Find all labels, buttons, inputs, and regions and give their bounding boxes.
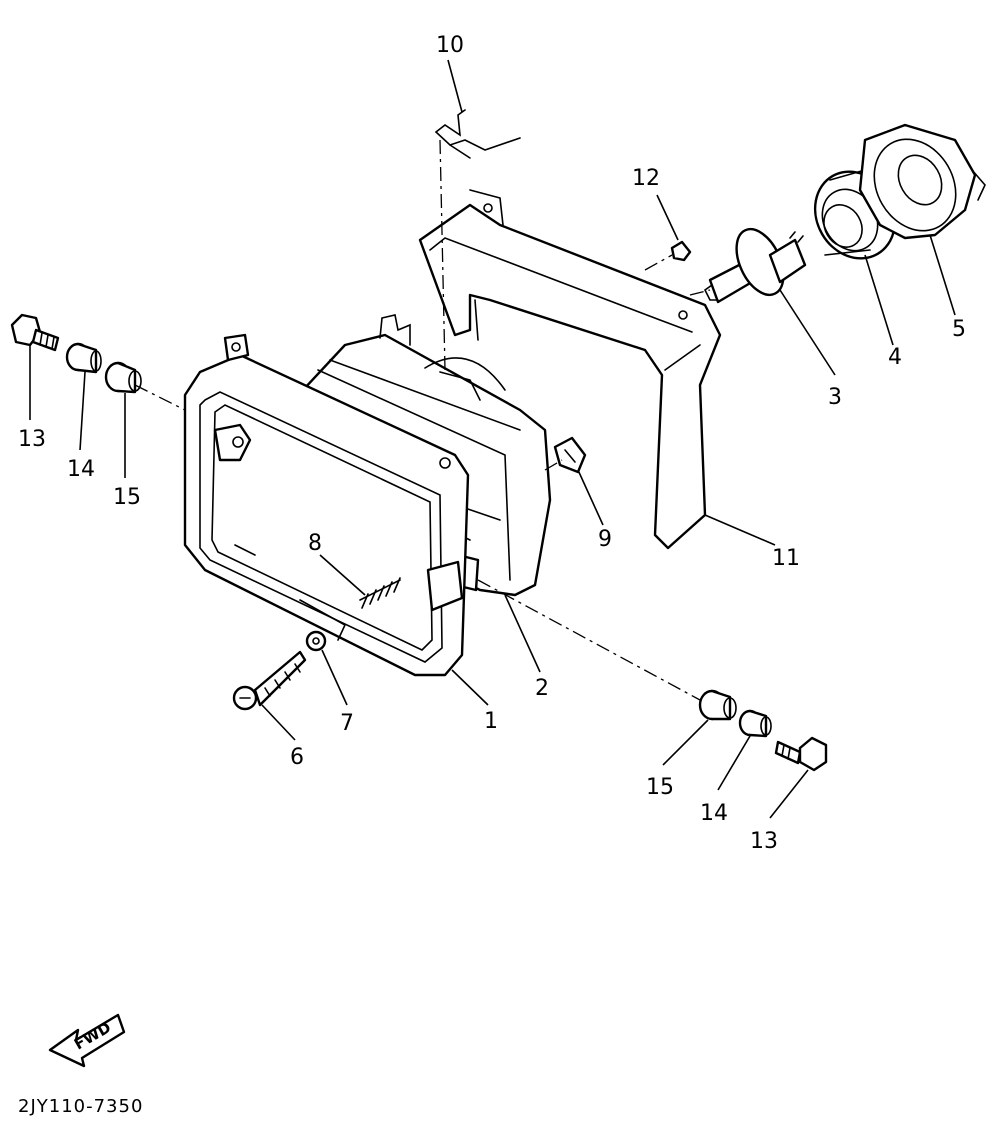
label-14-left: 14 <box>67 457 95 482</box>
label-13-left: 13 <box>18 427 46 452</box>
part-15-grommet-right <box>698 689 737 721</box>
assembly-lines <box>134 139 711 701</box>
part-11-headlight-stay <box>418 189 722 550</box>
label-12: 12 <box>632 166 660 191</box>
drawing-code: 2JY110-7350 <box>18 1096 143 1117</box>
label-1: 1 <box>484 709 498 734</box>
part-13-bolt-left <box>10 313 60 352</box>
label-11: 11 <box>772 546 800 571</box>
label-4: 4 <box>888 345 902 370</box>
part-1-headlight-rim <box>183 333 470 677</box>
label-2: 2 <box>535 676 549 701</box>
part-14-collar-left <box>65 342 102 374</box>
part-7-nut <box>305 630 327 652</box>
part-12-bolt <box>670 240 692 262</box>
label-7: 7 <box>340 711 354 736</box>
part-15-grommet-left <box>104 361 142 394</box>
label-14-right: 14 <box>700 801 728 826</box>
fwd-arrow: FWD <box>48 1013 126 1068</box>
part-labels: 10 12 3 4 5 11 9 8 2 1 7 6 13 14 15 15 1… <box>18 33 966 854</box>
part-3-bulb <box>703 227 807 304</box>
part-14-collar-right <box>738 709 772 738</box>
label-15-left: 15 <box>113 485 141 510</box>
label-6: 6 <box>290 745 304 770</box>
label-15-right: 15 <box>646 775 674 800</box>
part-9-nut <box>553 436 587 474</box>
part-6-screw <box>232 650 307 711</box>
label-13-right: 13 <box>750 829 778 854</box>
part-5-cover <box>858 123 986 240</box>
label-8: 8 <box>308 531 322 556</box>
label-10: 10 <box>436 33 464 58</box>
label-9: 9 <box>598 527 612 552</box>
part-8-spring <box>359 577 401 609</box>
label-5: 5 <box>952 317 966 342</box>
label-3: 3 <box>828 385 842 410</box>
part-13-bolt-right <box>774 736 828 772</box>
part-10-clip <box>435 109 521 159</box>
leader-lines <box>29 59 956 819</box>
